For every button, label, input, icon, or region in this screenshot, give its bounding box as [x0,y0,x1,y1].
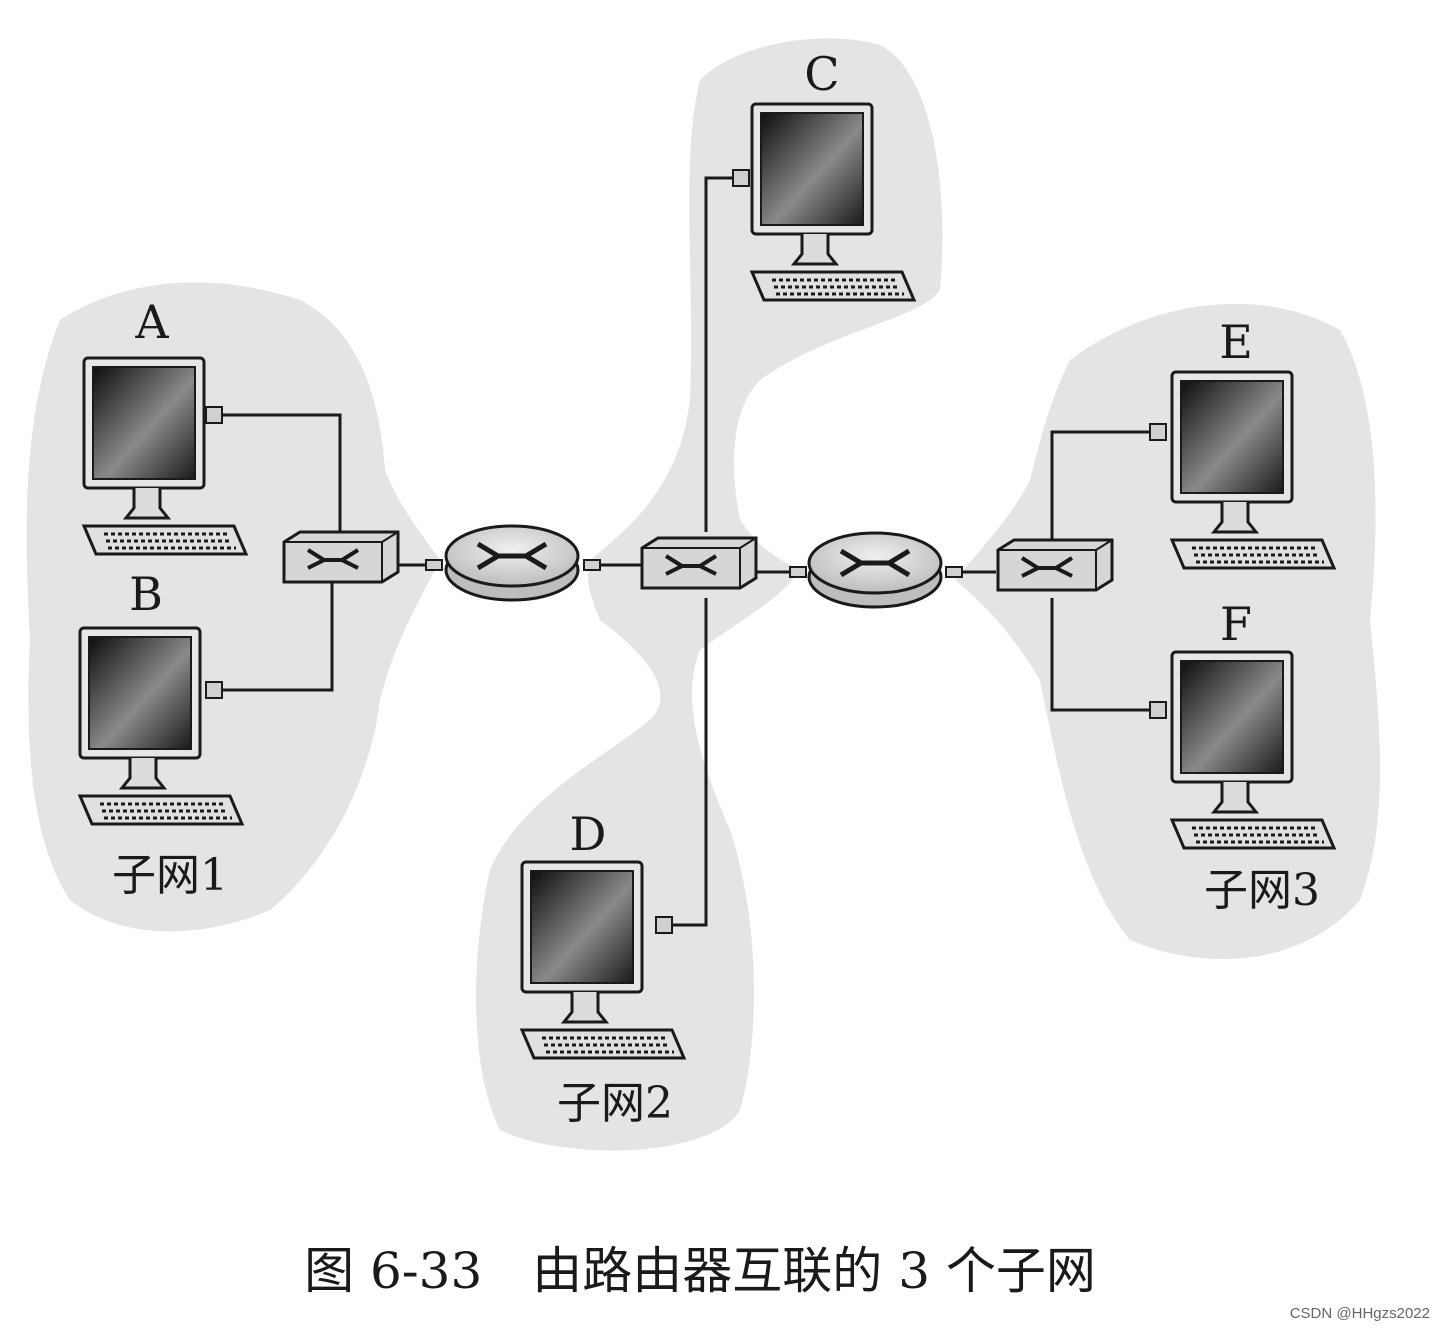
router-2-icon [809,533,941,607]
link-f-switch3 [1050,598,1165,712]
link-d-switch2 [666,598,708,927]
host-b-label: B [129,567,163,621]
host-a-label: A [134,295,169,349]
switch-2-icon [640,536,758,590]
subnet-3-region [955,303,1380,960]
host-d-label: D [570,807,607,861]
host-c-label: C [804,47,839,101]
subnet-1-label: 子网1 [112,850,228,901]
port-connectors [205,169,1167,934]
subnet-2-label: 子网2 [557,1078,673,1129]
switch-3-icon [996,538,1114,592]
link-a-switch1 [208,413,342,532]
figure-caption: 图 6-33 由路由器互联的 3 个子网 [304,1242,1096,1300]
host-f-label: F [1220,597,1252,651]
watermark: CSDN @HHgzs2022 [1290,1305,1430,1322]
host-e-label: E [1219,315,1253,369]
link-b-switch1 [208,582,334,692]
subnet-3-label: 子网3 [1204,865,1320,916]
router-1-icon [446,526,578,600]
links [208,176,1165,927]
switch-1-icon [282,530,400,584]
link-e-switch3 [1050,430,1165,540]
